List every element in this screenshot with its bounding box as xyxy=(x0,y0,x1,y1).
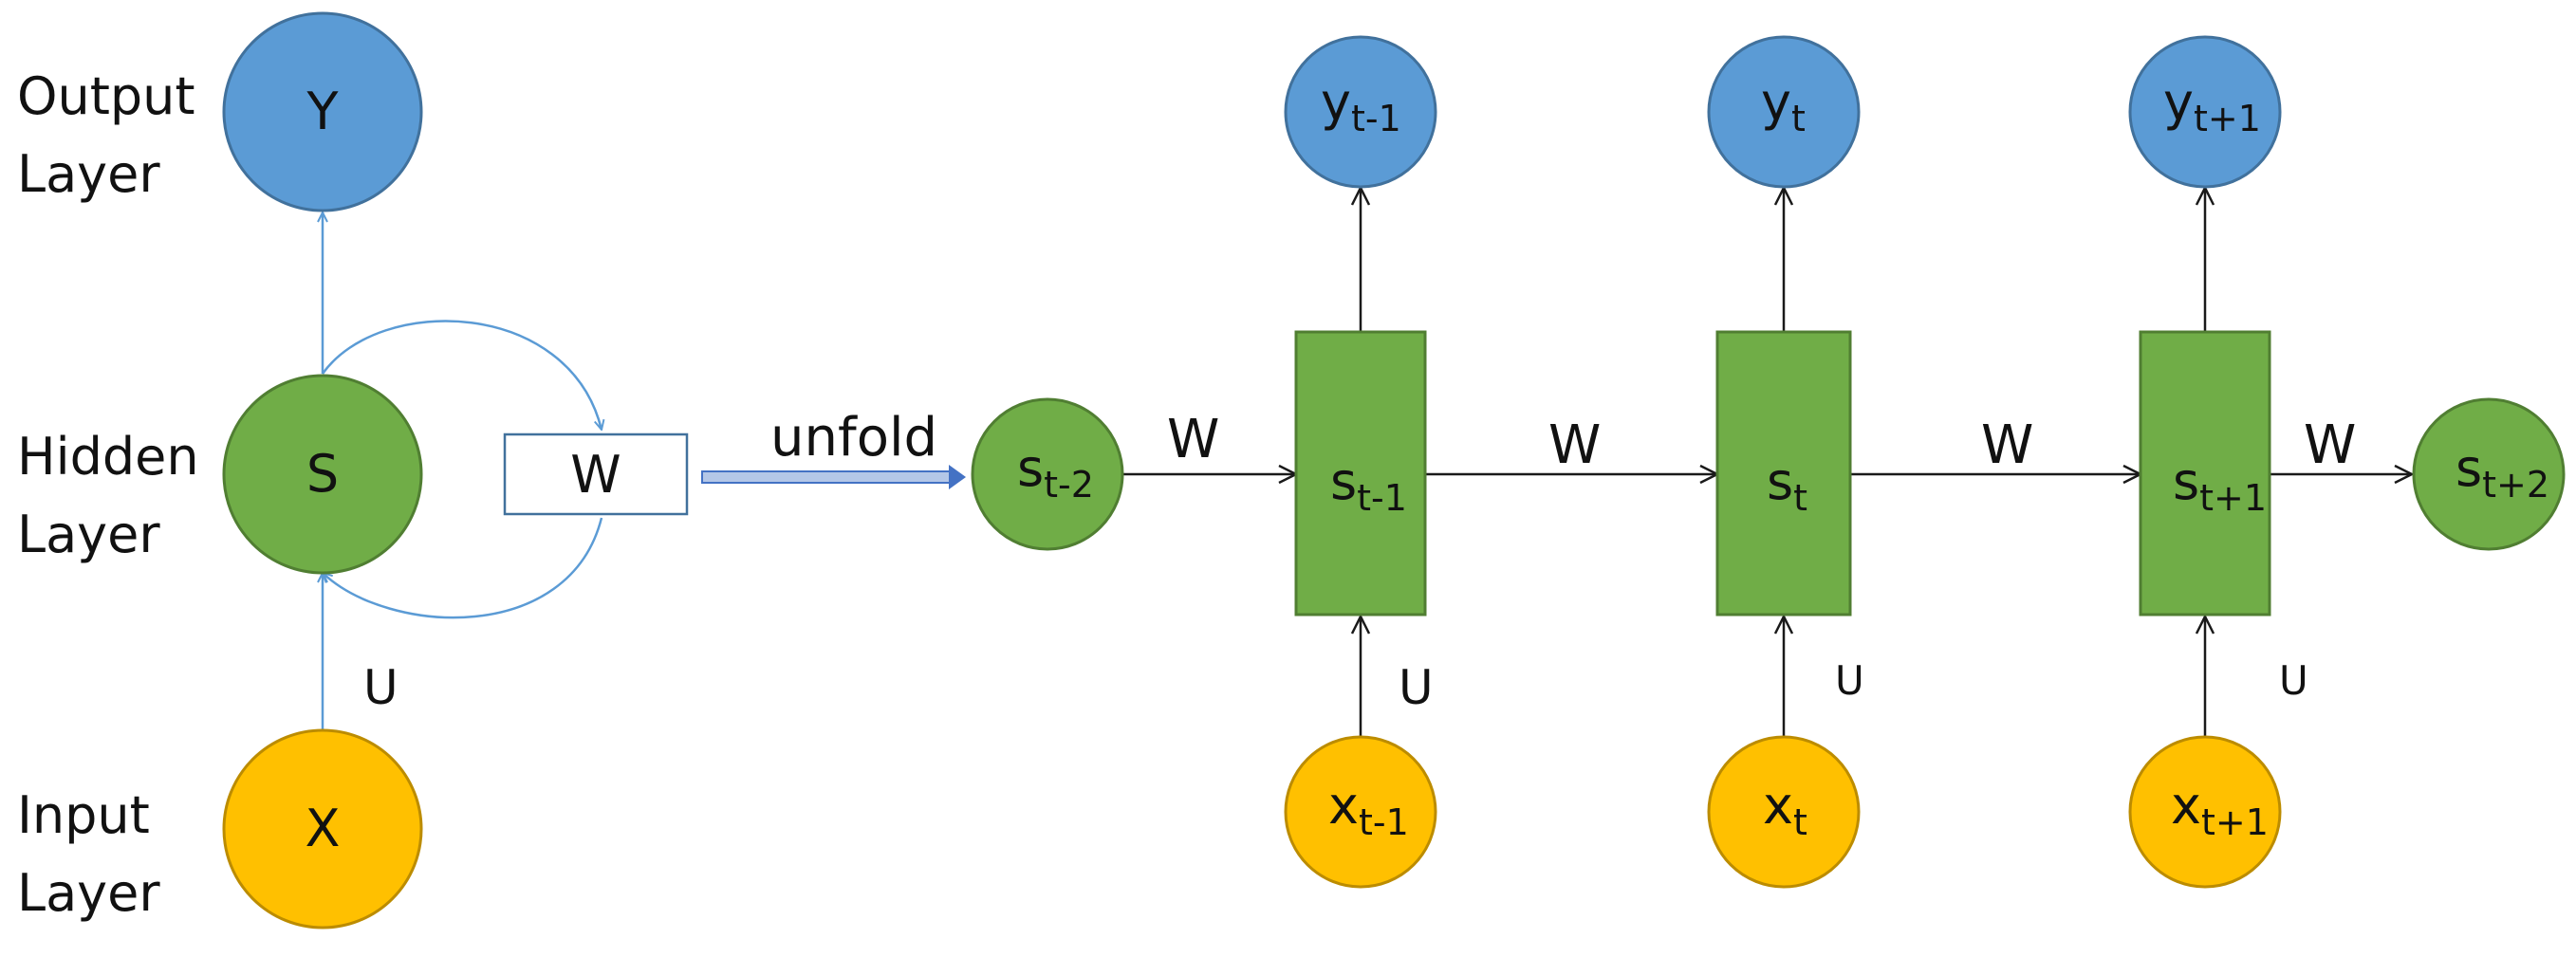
step3-output-base: y xyxy=(2163,72,2194,132)
step1-output-base: y xyxy=(1321,72,1351,132)
svg-text:xt-1: xt-1 xyxy=(1328,776,1409,843)
folded-input-node: X xyxy=(222,728,423,929)
folded-recurrent-edge-from-w xyxy=(323,517,603,619)
unfold-label: unfold xyxy=(770,407,937,469)
unfold-arrow xyxy=(701,465,966,489)
svg-text:xt+1: xt+1 xyxy=(2171,776,2269,843)
svg-text:yt-1: yt-1 xyxy=(1321,72,1401,139)
recurrent-weight-label-1: W xyxy=(1167,409,1219,470)
folded-output-node: Y xyxy=(222,11,423,212)
folded-input-node-label: X xyxy=(306,799,341,858)
step3-state-box: st+1 xyxy=(2139,330,2271,617)
step3-state-sub: t+1 xyxy=(2199,477,2267,519)
step2-state-sub: t xyxy=(1793,477,1807,519)
folded-hidden-node: S xyxy=(222,374,423,575)
svg-text:st-2: st-2 xyxy=(1017,438,1094,506)
step1-state-base: s xyxy=(1330,451,1357,511)
step2-input-sub: t xyxy=(1793,801,1807,843)
step2-state-base: s xyxy=(1767,451,1793,511)
step2-output-base: y xyxy=(1761,72,1791,132)
folded-recurrent-edge-to-w xyxy=(321,320,602,430)
svg-text:xt: xt xyxy=(1763,776,1807,843)
state-node-start: st-2 xyxy=(971,397,1124,551)
state-node-end: st+2 xyxy=(2412,397,2566,551)
step1-input-node: xt-1 xyxy=(1284,735,1437,889)
recurrent-weight-label-3: W xyxy=(1981,414,2033,476)
svg-text:st+1: st+1 xyxy=(2173,451,2267,519)
state-node-end-base: s xyxy=(2456,438,2482,498)
recurrent-weight-label-2: W xyxy=(1548,414,1601,476)
folded-weight-box: W xyxy=(503,432,689,516)
step1-state-box: st-1 xyxy=(1294,330,1427,617)
step2-input-node: xt xyxy=(1707,735,1861,889)
svg-text:st-1: st-1 xyxy=(1330,451,1407,519)
svg-text:yt+1: yt+1 xyxy=(2163,72,2261,139)
step3-input-sub: t+1 xyxy=(2201,801,2269,843)
state-node-end-sub: t+2 xyxy=(2482,464,2549,506)
step3-u-label: U xyxy=(2279,657,2308,704)
svg-text:st: st xyxy=(1767,451,1807,519)
step1-output-sub: t-1 xyxy=(1351,98,1401,139)
step1-output-node: yt-1 xyxy=(1284,35,1437,189)
state-node-start-sub: t-2 xyxy=(1044,464,1094,506)
folded-hidden-node-label: S xyxy=(306,444,339,504)
svg-text:st+2: st+2 xyxy=(2456,438,2549,506)
folded-weight-box-label: W xyxy=(570,445,621,505)
step3-state-base: s xyxy=(2173,451,2199,511)
step1-u-label: U xyxy=(1399,660,1434,715)
step3-input-node: xt+1 xyxy=(2128,735,2282,889)
folded-output-node-label: Y xyxy=(306,82,340,141)
step2-output-sub: t xyxy=(1791,98,1806,139)
step2-u-label: U xyxy=(1835,657,1864,704)
folded-input-weight-label: U xyxy=(363,660,398,715)
step3-output-node: yt+1 xyxy=(2128,35,2282,189)
step2-state-box: st xyxy=(1715,330,1852,617)
svg-text:yt: yt xyxy=(1761,72,1806,139)
step1-input-sub: t-1 xyxy=(1359,801,1409,843)
recurrent-weight-label-4: W xyxy=(2304,414,2356,476)
step1-input-base: x xyxy=(1328,776,1359,836)
step3-input-base: x xyxy=(2171,776,2201,836)
step2-input-base: x xyxy=(1763,776,1793,836)
step3-output-sub: t+1 xyxy=(2194,98,2261,139)
state-node-start-base: s xyxy=(1017,438,1044,498)
step2-output-node: yt xyxy=(1707,35,1861,189)
step1-state-sub: t-1 xyxy=(1357,477,1407,519)
